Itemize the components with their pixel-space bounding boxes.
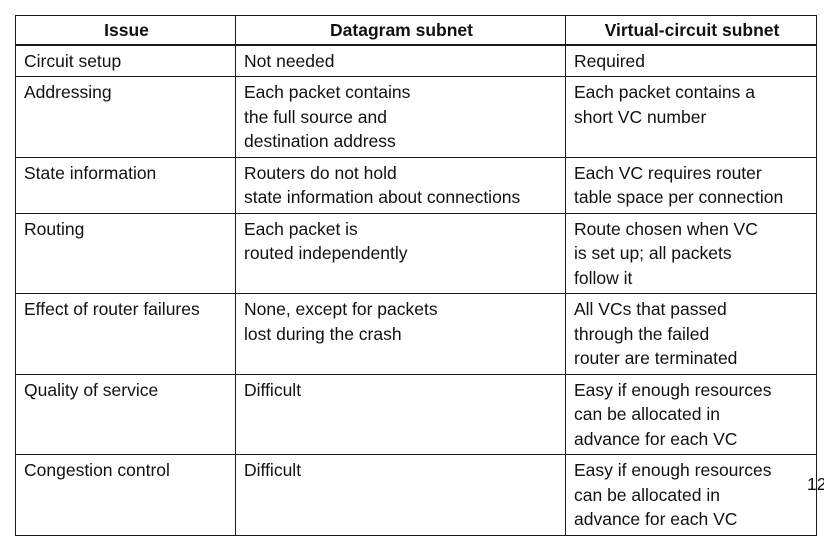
table-row: Congestion control Difficult Easy if eno… [15,454,817,536]
issue-cell: Routing [15,212,236,294]
table-row: Effect of router failures None, except f… [15,293,817,375]
virtual-circuit-cell: Each VC requires router table space per … [565,156,817,214]
issue-cell: Addressing [15,76,236,158]
header-issue: Issue [15,15,236,46]
datagram-cell: Routers do not hold state information ab… [235,156,566,214]
datagram-cell: Each packet contains the full source and… [235,76,566,158]
table-row: Addressing Each packet contains the full… [15,76,817,158]
table-row: Routing Each packet is routed independen… [15,212,817,294]
virtual-circuit-cell: All VCs that passed through the failed r… [565,293,817,375]
issue-cell: State information [15,156,236,214]
datagram-cell: Difficult [235,373,566,455]
virtual-circuit-cell: Each packet contains a short VC number [565,76,817,158]
header-virtual-circuit-subnet: Virtual-circuit subnet [565,15,817,46]
page-number: 12 [807,474,824,494]
datagram-cell: Not needed [235,44,566,77]
issue-cell: Effect of router failures [15,293,236,375]
datagram-cell: None, except for packets lost during the… [235,293,566,375]
virtual-circuit-cell: Required [565,44,817,77]
table-row: State information Routers do not hold st… [15,156,817,214]
issue-cell: Congestion control [15,454,236,536]
header-datagram-subnet: Datagram subnet [235,15,566,46]
comparison-table: Issue Datagram subnet Virtual-circuit su… [15,15,817,536]
table-row: Quality of service Difficult Easy if eno… [15,373,817,455]
datagram-cell: Difficult [235,454,566,536]
header-row: Issue Datagram subnet Virtual-circuit su… [15,15,817,46]
virtual-circuit-cell: Easy if enough resources can be allocate… [565,454,817,536]
table-row: Circuit setup Not needed Required [15,44,817,77]
virtual-circuit-cell: Easy if enough resources can be allocate… [565,373,817,455]
issue-cell: Quality of service [15,373,236,455]
issue-cell: Circuit setup [15,44,236,77]
virtual-circuit-cell: Route chosen when VC is set up; all pack… [565,212,817,294]
datagram-cell: Each packet is routed independently [235,212,566,294]
